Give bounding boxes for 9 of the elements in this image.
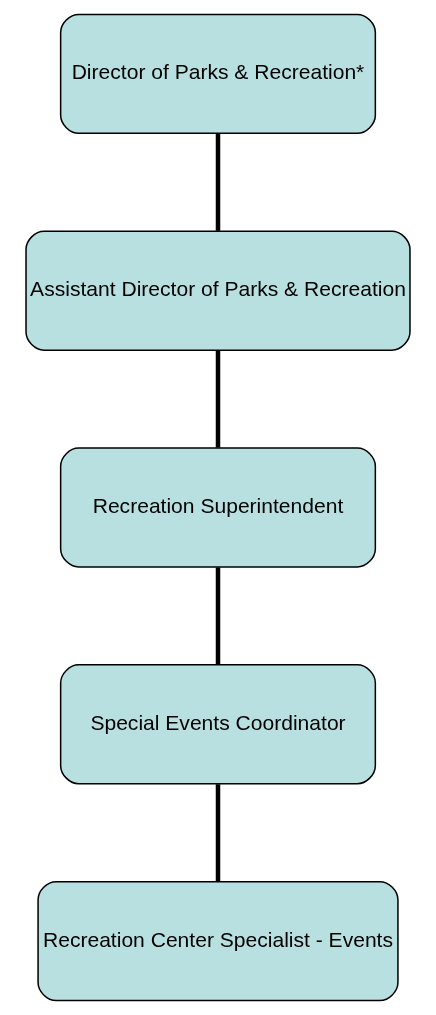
node-box: Assistant Director of Parks & Recreation: [25, 230, 411, 351]
connector: [215, 133, 221, 231]
node-box: Special Events Coordinator: [59, 664, 377, 785]
node-box: Director of Parks & Recreation*: [59, 13, 377, 135]
node-box: Recreation Superintendent: [59, 447, 377, 568]
connector: [215, 350, 221, 448]
node-box: Recreation Center Specialist - Events: [37, 880, 399, 1002]
connector: [215, 784, 221, 882]
connector: [215, 567, 221, 665]
